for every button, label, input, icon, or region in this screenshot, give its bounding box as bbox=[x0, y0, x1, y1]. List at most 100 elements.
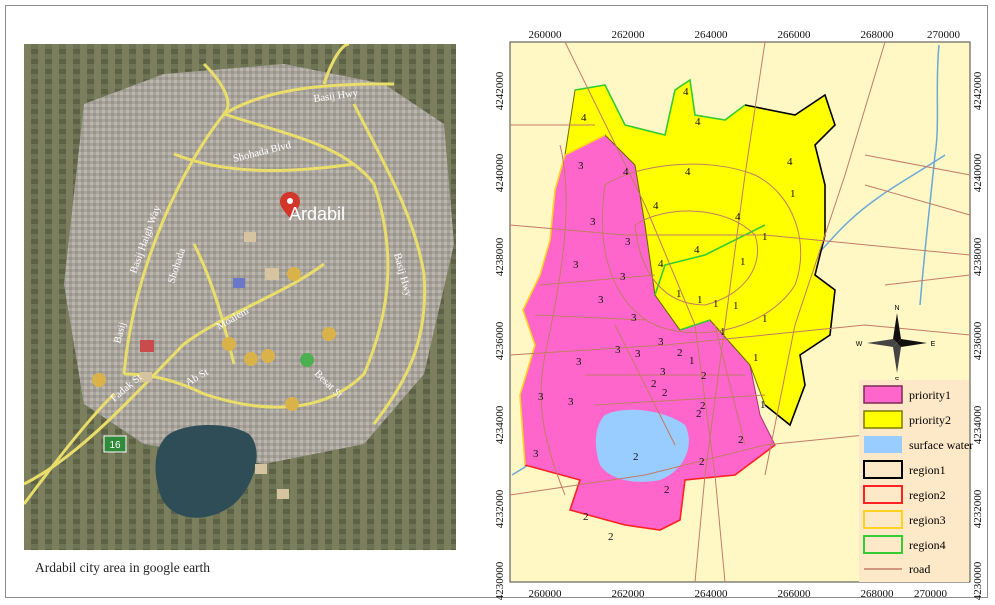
svg-text:region1: region1 bbox=[909, 463, 946, 477]
y-axis-left: 4242000 4240000 4238000 4236000 4234000 … bbox=[494, 71, 506, 600]
svg-text:4: 4 bbox=[735, 211, 741, 223]
svg-text:Basij: Basij bbox=[112, 321, 128, 345]
mosque-icon bbox=[244, 352, 258, 366]
road-network bbox=[24, 44, 427, 505]
svg-text:1: 1 bbox=[762, 231, 768, 243]
svg-text:1: 1 bbox=[760, 399, 766, 411]
satellite-caption: Ardabil city area in google earth bbox=[35, 560, 211, 575]
svg-text:priority1: priority1 bbox=[909, 388, 951, 402]
mosque-icon bbox=[287, 267, 301, 281]
svg-text:4: 4 bbox=[653, 200, 659, 212]
legend-item-region1: region1 bbox=[863, 460, 946, 479]
svg-text:4: 4 bbox=[787, 156, 793, 168]
legend-item-priority1: priority1 bbox=[863, 385, 951, 404]
hospital-icon bbox=[140, 340, 154, 352]
svg-text:4236000: 4236000 bbox=[494, 321, 506, 360]
mosque-icon bbox=[92, 373, 106, 387]
svg-text:2: 2 bbox=[699, 456, 705, 468]
map-legend: priority1 priority2 surface water region… bbox=[859, 380, 973, 582]
route-shield: 16 bbox=[103, 435, 127, 453]
svg-text:1: 1 bbox=[676, 288, 682, 300]
svg-text:3: 3 bbox=[573, 259, 579, 271]
priority-map: 260000 262000 264000 266000 268000 27000… bbox=[465, 25, 985, 605]
svg-text:road: road bbox=[909, 562, 930, 576]
svg-text:1: 1 bbox=[689, 355, 695, 367]
svg-text:1: 1 bbox=[697, 294, 703, 306]
svg-text:3: 3 bbox=[635, 348, 641, 360]
poi-icons bbox=[92, 232, 336, 499]
svg-text:3: 3 bbox=[658, 336, 664, 348]
svg-text:3: 3 bbox=[598, 294, 604, 306]
mosque-icon bbox=[285, 397, 299, 411]
legend-item-region4: region4 bbox=[863, 535, 946, 554]
svg-text:4: 4 bbox=[581, 112, 587, 124]
svg-text:3: 3 bbox=[660, 366, 666, 378]
north-arrow-icon: N S W E bbox=[856, 305, 936, 384]
svg-text:4230000: 4230000 bbox=[494, 561, 506, 600]
svg-text:4242000: 4242000 bbox=[972, 71, 984, 110]
svg-text:2: 2 bbox=[696, 408, 702, 420]
svg-text:2: 2 bbox=[701, 370, 707, 382]
svg-text:N: N bbox=[894, 305, 899, 312]
lake bbox=[155, 424, 257, 518]
svg-text:4: 4 bbox=[658, 258, 664, 270]
svg-text:3: 3 bbox=[533, 448, 539, 460]
svg-text:262000: 262000 bbox=[612, 588, 646, 600]
svg-text:4: 4 bbox=[683, 86, 689, 98]
svg-text:1: 1 bbox=[762, 313, 768, 325]
museum-icon bbox=[265, 268, 279, 280]
svg-text:268000: 268000 bbox=[861, 588, 895, 600]
svg-text:270000: 270000 bbox=[914, 588, 948, 600]
legend-item-region3: region3 bbox=[863, 510, 946, 529]
svg-text:4230000: 4230000 bbox=[972, 561, 984, 600]
svg-text:1: 1 bbox=[713, 298, 719, 310]
shop-icon bbox=[255, 464, 267, 474]
svg-text:2: 2 bbox=[677, 347, 683, 359]
city-pin-icon[interactable] bbox=[280, 192, 300, 218]
svg-text:266000: 266000 bbox=[778, 588, 812, 600]
svg-text:2: 2 bbox=[651, 378, 657, 390]
svg-text:2: 2 bbox=[700, 400, 706, 412]
satellite-map: Ardabil Basij Hwy Shohada Blvd Basij Hai… bbox=[24, 44, 456, 550]
svg-text:E: E bbox=[931, 341, 936, 348]
svg-text:2: 2 bbox=[608, 531, 614, 543]
svg-text:264000: 264000 bbox=[695, 29, 729, 41]
svg-text:270000: 270000 bbox=[927, 29, 961, 41]
mosque-icon bbox=[222, 337, 236, 351]
svg-text:4240000: 4240000 bbox=[494, 153, 506, 192]
svg-text:3: 3 bbox=[578, 160, 584, 172]
shop-icon bbox=[277, 489, 289, 499]
svg-text:2: 2 bbox=[662, 387, 668, 399]
svg-text:1: 1 bbox=[733, 300, 739, 312]
svg-text:2: 2 bbox=[583, 511, 589, 523]
svg-text:1: 1 bbox=[753, 352, 759, 364]
svg-text:3: 3 bbox=[538, 391, 544, 403]
svg-text:3: 3 bbox=[631, 312, 637, 324]
urban-area bbox=[64, 64, 454, 464]
svg-text:264000: 264000 bbox=[695, 588, 729, 600]
svg-text:3: 3 bbox=[576, 356, 582, 368]
building-icon bbox=[233, 278, 245, 288]
shop-icon bbox=[140, 372, 152, 382]
legend-item-surface-water: surface water bbox=[864, 436, 973, 453]
svg-text:260000: 260000 bbox=[529, 588, 563, 600]
svg-text:3: 3 bbox=[625, 236, 631, 248]
park-icon bbox=[300, 353, 314, 367]
svg-text:260000: 260000 bbox=[529, 29, 563, 41]
svg-text:2: 2 bbox=[664, 484, 670, 496]
svg-text:4238000: 4238000 bbox=[494, 237, 506, 276]
svg-text:4: 4 bbox=[685, 166, 691, 178]
svg-text:4: 4 bbox=[623, 166, 629, 178]
svg-text:268000: 268000 bbox=[861, 29, 895, 41]
svg-text:region3: region3 bbox=[909, 513, 946, 527]
svg-text:1: 1 bbox=[740, 256, 746, 268]
x-axis-bottom: 260000 262000 264000 266000 268000 27000… bbox=[529, 588, 948, 600]
svg-text:2: 2 bbox=[633, 451, 639, 463]
shop-icon bbox=[244, 232, 256, 242]
svg-text:3: 3 bbox=[590, 216, 596, 228]
svg-text:1: 1 bbox=[720, 326, 726, 338]
svg-text:4: 4 bbox=[695, 116, 701, 128]
svg-text:266000: 266000 bbox=[778, 29, 812, 41]
svg-text:3: 3 bbox=[620, 271, 626, 283]
svg-text:4234000: 4234000 bbox=[494, 405, 506, 444]
